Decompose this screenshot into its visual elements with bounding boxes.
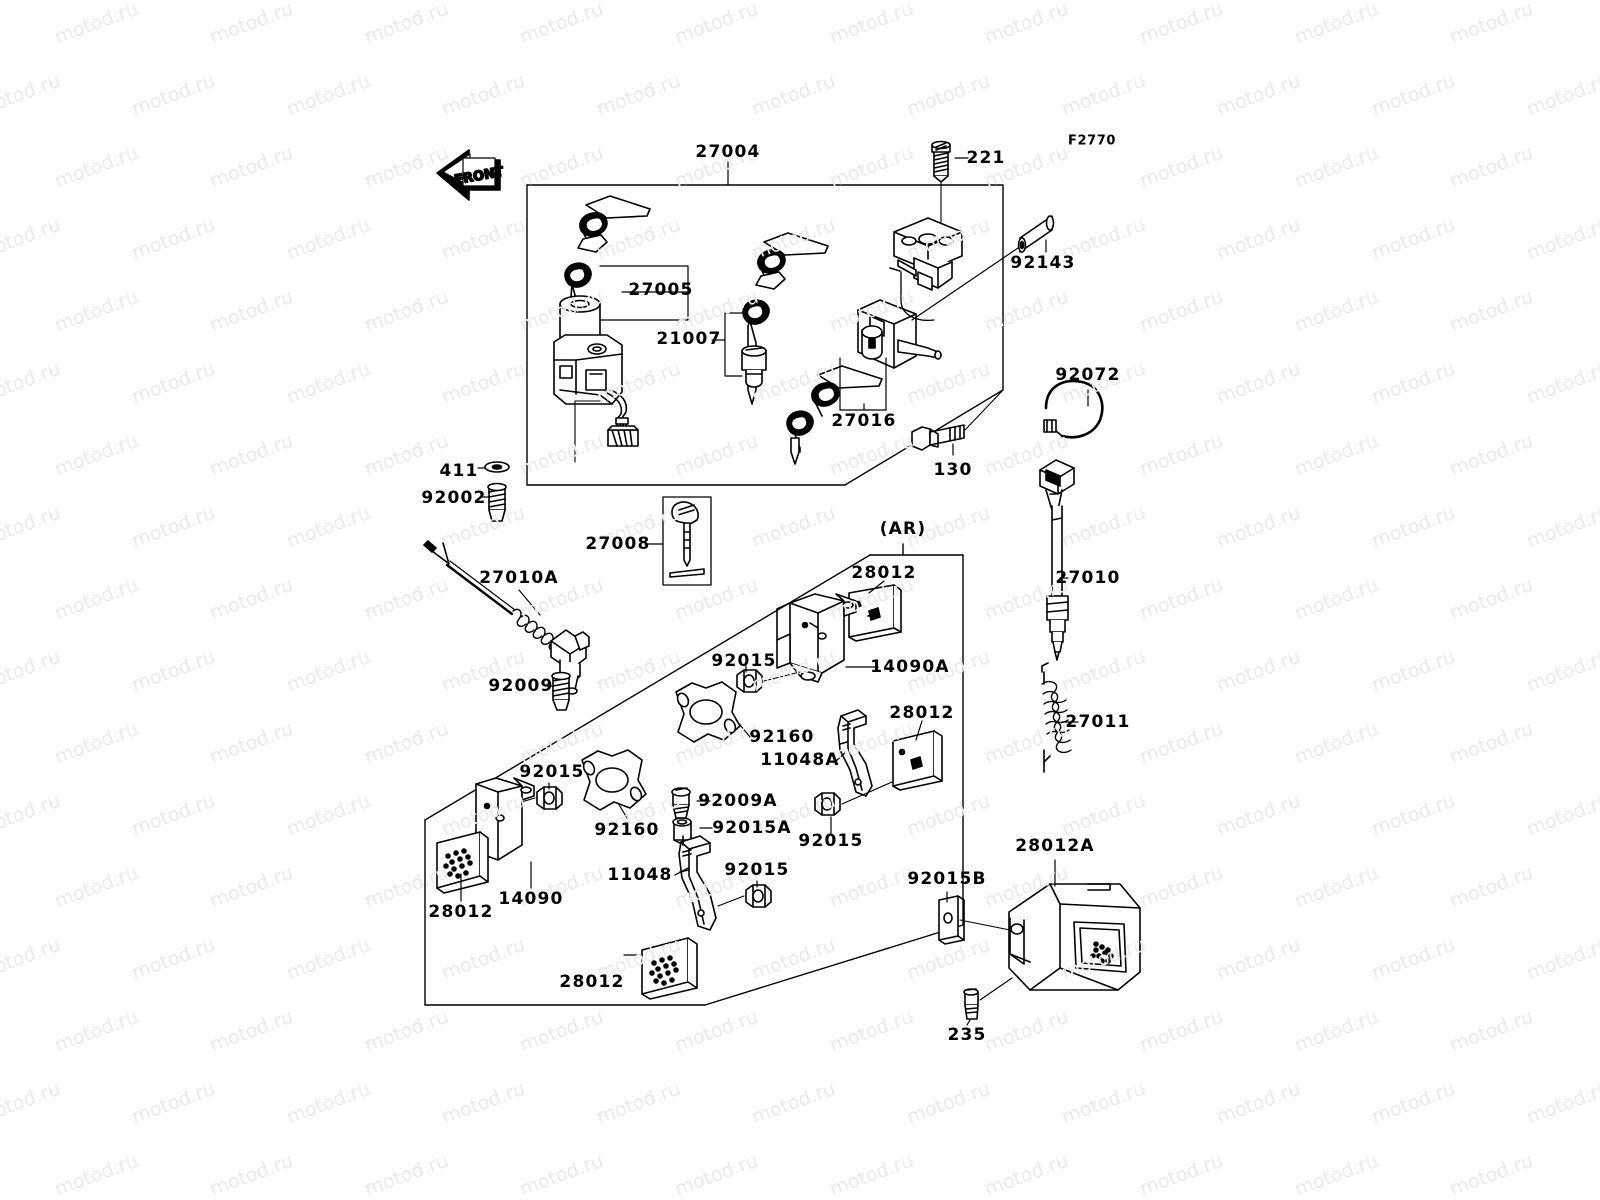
part-label-92015B[interactable]: 92015B [907, 869, 987, 889]
part-28012-reflector-3 [436, 831, 489, 894]
leader-92015-4-link [717, 895, 745, 907]
part-411-washer [484, 461, 510, 473]
part-27008-key-blank [662, 496, 712, 586]
part-27005-ignition-switch [553, 195, 651, 447]
part-21007-lock-cylinder [741, 232, 829, 405]
part-11048-bracket [678, 835, 717, 931]
part-label-92009[interactable]: 92009 [488, 676, 554, 696]
part-label-28012[interactable]: 28012 [559, 972, 625, 992]
leader-235 [966, 1019, 971, 1026]
part-label-27008[interactable]: 27008 [585, 534, 651, 554]
part-label-27005[interactable]: 27005 [628, 280, 694, 300]
part-label-F2770[interactable]: F2770 [1067, 133, 1117, 149]
part-label-92015[interactable]: 92015 [711, 651, 777, 671]
part-27010-switch [1039, 459, 1075, 661]
leader-92143-link [911, 247, 1019, 321]
leader-92160-2 [617, 802, 628, 819]
part-92072-band-clamp [1043, 379, 1104, 439]
part-11048A-bracket [837, 709, 873, 797]
part-label-27016[interactable]: 27016 [831, 411, 897, 431]
part-92160-damper-1 [675, 681, 741, 743]
leader-27016 [839, 357, 887, 411]
part-label-28012[interactable]: 28012 [889, 703, 955, 723]
leader-92015-3-link [841, 781, 893, 805]
part-label-92015[interactable]: 92015 [519, 762, 585, 782]
front-arrow-icon: FRONT [436, 149, 506, 201]
leader-11048A [835, 751, 847, 762]
part-92015B-plate [938, 895, 965, 945]
part-14090A-bracket [776, 593, 857, 683]
part-221-screw [931, 140, 951, 183]
part-label-221[interactable]: 221 [966, 148, 1006, 168]
part-label-92002[interactable]: 92002 [421, 488, 487, 508]
part-28012-reflector-4 [641, 937, 698, 1000]
part-28012-reflector-1 [848, 584, 902, 642]
part-label-27011[interactable]: 27011 [1065, 712, 1131, 732]
part-label-11048A[interactable]: 11048A [760, 750, 840, 770]
part-label-235[interactable]: 235 [947, 1025, 987, 1045]
part-label-11048[interactable]: 11048 [607, 865, 673, 885]
part-label-21007[interactable]: 21007 [656, 329, 722, 349]
leader-92015B-link [959, 919, 1011, 931]
part-92143-collar [1017, 215, 1055, 253]
part-label-92143[interactable]: 92143 [1010, 253, 1076, 273]
leader-92015-1-link [763, 671, 801, 682]
part-235-screw [963, 988, 979, 1020]
part-label-14090A[interactable]: 14090A [870, 657, 950, 677]
leader-11048 [674, 867, 689, 876]
part-lock-base-plate [889, 217, 963, 322]
part-label-92015A[interactable]: 92015A [712, 818, 792, 838]
part-label-92015[interactable]: 92015 [724, 860, 790, 880]
group-box-AR [424, 543, 964, 1006]
part-92009-screw [551, 671, 571, 711]
part-92015-nut-2 [814, 792, 841, 816]
part-label-92015[interactable]: 92015 [798, 831, 864, 851]
part-label-92072[interactable]: 92072 [1055, 365, 1121, 385]
part-92015-nut-4 [745, 884, 772, 908]
part-28012-reflector-2 [892, 730, 943, 791]
part-130-bolt [911, 424, 965, 451]
leader-27010A [518, 589, 541, 616]
part-label-92160[interactable]: 92160 [594, 820, 660, 840]
part-label-14090[interactable]: 14090 [498, 889, 564, 909]
leader-130-link [964, 389, 1004, 431]
part-label-92009A[interactable]: 92009A [698, 791, 778, 811]
leader-92160-1 [735, 719, 751, 738]
part-28012A-cover [1008, 883, 1141, 991]
leader-21007 [711, 312, 743, 377]
part-label-28012[interactable]: 28012 [428, 902, 494, 922]
part-92015-nut-1 [736, 669, 763, 693]
part-label-411[interactable]: 411 [439, 461, 479, 481]
leader-28012-2 [915, 720, 923, 741]
leader-27005 [599, 265, 689, 321]
part-label-92160[interactable]: 92160 [749, 727, 815, 747]
part-label-(AR)[interactable]: (AR) [879, 519, 927, 539]
part-label-27004[interactable]: 27004 [695, 142, 761, 162]
leader-27005-down [574, 400, 601, 463]
part-92015-nut-3 [536, 786, 563, 810]
part-92160-damper-2 [581, 749, 647, 811]
part-label-28012[interactable]: 28012 [851, 563, 917, 583]
part-label-130[interactable]: 130 [933, 460, 973, 480]
part-label-28012A[interactable]: 28012A [1015, 836, 1095, 856]
part-27010A-cable [423, 540, 590, 695]
part-92002-bolt [487, 482, 507, 522]
part-label-27010A[interactable]: 27010A [479, 568, 559, 588]
leader-28012-1 [868, 580, 885, 594]
leader-235-link [979, 977, 1013, 1001]
part-label-27010[interactable]: 27010 [1055, 568, 1121, 588]
part-27011-spring [1041, 662, 1072, 773]
part-27016-seat-lock [786, 299, 942, 465]
